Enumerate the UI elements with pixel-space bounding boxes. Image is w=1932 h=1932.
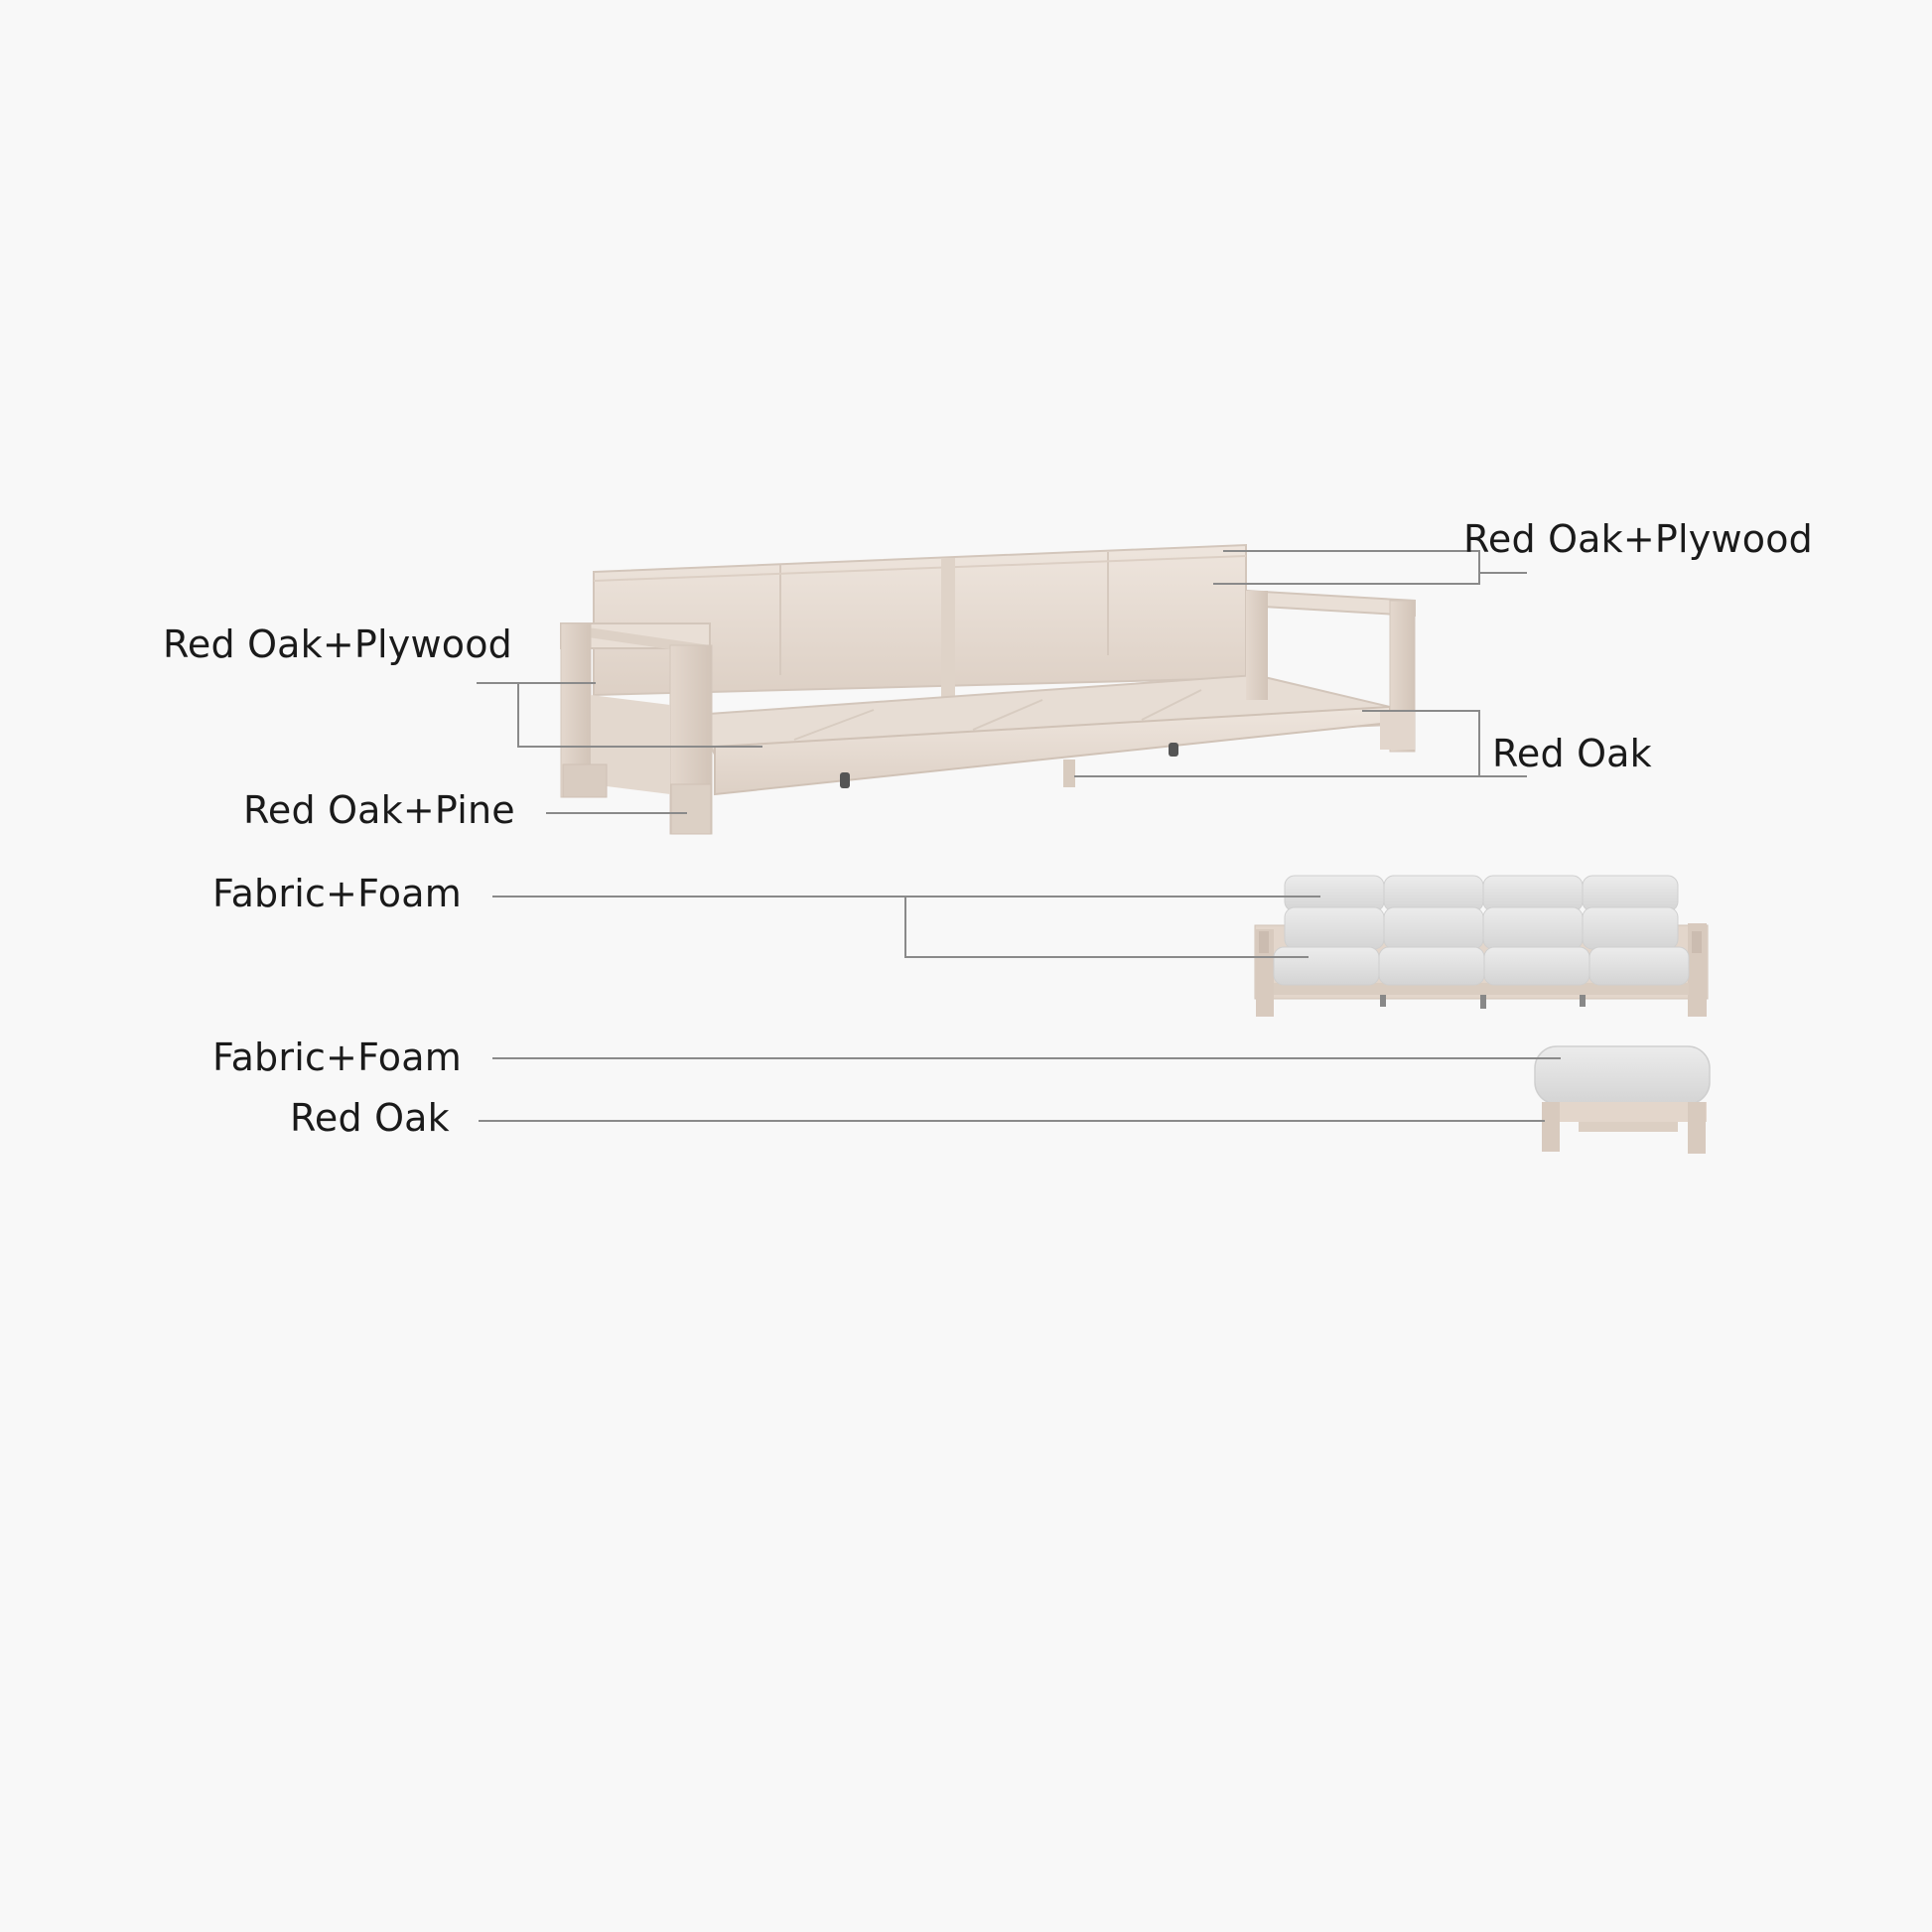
label-legs: Red Oak+Pine: [243, 788, 515, 832]
ottoman-base: [1542, 1102, 1707, 1122]
label-ottoman-cushion: Fabric+Foam: [212, 1035, 462, 1079]
sofa-frame: [560, 543, 1416, 835]
back-left-leg: [562, 763, 608, 798]
ottoman-cushion: [1534, 1045, 1711, 1105]
label-sofa-cushions: Fabric+Foam: [212, 872, 462, 915]
leader-lines: [477, 550, 1561, 1122]
ottoman: [1534, 1045, 1711, 1154]
label-back-frame: Red Oak+Plywood: [1463, 517, 1813, 561]
sofa-back-cushions: [1284, 875, 1679, 950]
upholstered-sofa: [1254, 875, 1709, 1017]
label-seat-rail: Red Oak: [1492, 732, 1652, 775]
label-ottoman-base: Red Oak: [290, 1096, 450, 1140]
label-arm-frame: Red Oak+Plywood: [163, 622, 512, 666]
front-left-leg: [670, 783, 712, 835]
sofa-seat-cushions: [1273, 946, 1690, 986]
